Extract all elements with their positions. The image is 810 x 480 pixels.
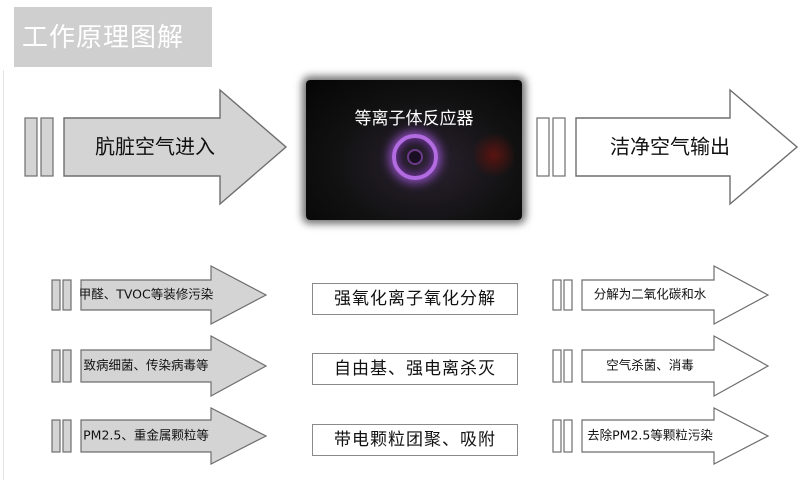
result-bar-3-2	[563, 419, 573, 453]
result-arrow-2	[581, 334, 770, 398]
pollutant-bar-1-1	[51, 279, 61, 311]
result-bar-1-1	[552, 279, 562, 311]
result-label-2: 空气杀菌、消毒	[606, 358, 694, 373]
result-bar-2-2	[563, 349, 573, 383]
pollutant-bar-3-2	[62, 419, 72, 453]
reactor-red-glow	[474, 130, 514, 180]
pollutant-arrow-1	[80, 265, 268, 325]
pollutant-bar-2-2	[62, 349, 72, 383]
result-label-3: 去除PM2.5等颗粒污染	[587, 428, 713, 443]
reactor-core	[407, 149, 423, 165]
process-label-3: 带电颗粒团聚、吸附	[334, 430, 496, 450]
output-bar-2	[552, 117, 566, 177]
left-rule	[3, 70, 4, 480]
process-box-2: 自由基、强电离杀灭	[312, 353, 518, 385]
result-arrow-1	[581, 264, 770, 326]
process-label-1: 强氧化离子氧化分解	[334, 289, 496, 309]
input-arrow	[63, 88, 288, 206]
process-box-1: 强氧化离子氧化分解	[312, 283, 518, 315]
title-banner	[14, 7, 212, 67]
input-bar-2	[40, 117, 54, 177]
output-arrow-label: 洁净空气输出	[610, 135, 730, 159]
output-arrow	[575, 88, 799, 206]
input-arrow-label: 肮脏空气进入	[95, 135, 215, 159]
process-box-3: 带电颗粒团聚、吸附	[312, 424, 518, 456]
pollutant-bar-1-2	[62, 279, 72, 311]
result-arrow-3	[581, 407, 770, 465]
pollutant-bar-3-1	[51, 419, 61, 453]
result-bar-2-1	[552, 349, 562, 383]
input-bar-1	[24, 117, 38, 177]
pollutant-label-2: 致病细菌、传染病毒等	[83, 358, 208, 373]
result-bar-3-1	[552, 419, 562, 453]
pollutant-bar-2-1	[51, 349, 61, 383]
result-bar-1-2	[563, 279, 573, 311]
result-label-1: 分解为二氧化碳和水	[594, 287, 707, 302]
plasma-ring-icon	[392, 134, 438, 180]
output-bar-1	[536, 117, 550, 177]
reactor-label: 等离子体反应器	[354, 109, 474, 129]
plasma-reactor-photo: 等离子体反应器	[306, 80, 522, 220]
process-label-2: 自由基、强电离杀灭	[334, 359, 496, 379]
pollutant-arrow-2	[80, 334, 268, 398]
pollutant-arrow-3	[80, 407, 268, 465]
page-title: 工作原理图解	[22, 23, 185, 53]
pollutant-label-1: 甲醛、TVOC等装修污染	[79, 287, 214, 302]
pollutant-label-3: PM2.5、重金属颗粒等	[83, 428, 209, 443]
